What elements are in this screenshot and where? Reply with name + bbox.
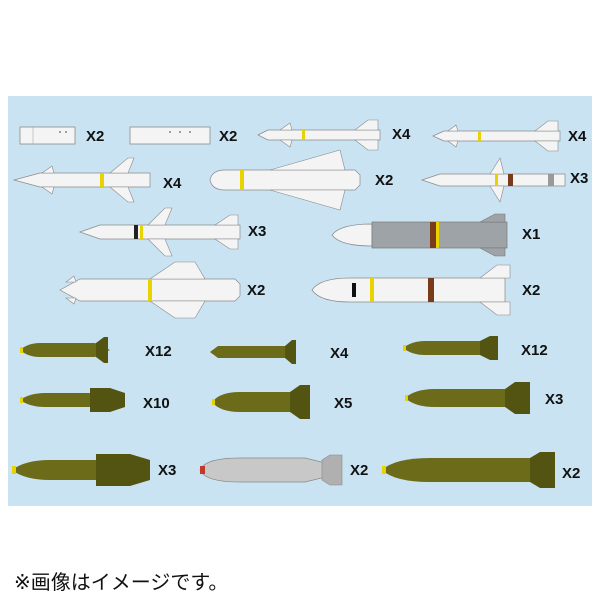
qty-pod-a: X2 xyxy=(86,128,105,145)
qty-missile-small: X3 xyxy=(570,170,589,187)
qty-missile-large: X2 xyxy=(522,282,541,299)
missile-small-shape xyxy=(420,157,566,203)
missile-grey-shape xyxy=(331,213,508,257)
qty-bomb-gbu: X10 xyxy=(143,395,170,412)
qty-missile-sidewinder-b: X4 xyxy=(568,128,587,145)
bomb-gbu-large-shape xyxy=(12,454,150,486)
missile-harpoon-shape xyxy=(59,261,241,319)
bomb-gbu-shape xyxy=(20,388,125,412)
qty-bomb-mk82-b: X12 xyxy=(521,342,548,359)
missile-sidewinder-a-shape xyxy=(257,119,381,151)
pod-a-shape xyxy=(19,126,76,145)
bomb-mk83-shape xyxy=(212,385,310,419)
missile-sparrow-shape xyxy=(12,157,151,203)
bomb-mk84-shape xyxy=(405,382,530,414)
missile-phoenix-shape xyxy=(209,149,361,211)
qty-bomb-snake: X4 xyxy=(330,345,349,362)
bomb-snake-shape xyxy=(210,340,296,364)
bomb-large-shape xyxy=(382,452,555,488)
qty-bomb-mk83: X5 xyxy=(334,395,353,412)
qty-missile-harpoon: X2 xyxy=(247,282,266,299)
qty-bomb-gbu-large: X3 xyxy=(158,462,177,479)
fuel-tank-shape xyxy=(199,454,343,486)
qty-bomb-mk82: X12 xyxy=(145,343,172,360)
qty-bomb-large: X2 xyxy=(562,465,581,482)
missile-standard-shape xyxy=(78,207,241,257)
qty-pod-b: X2 xyxy=(219,128,238,145)
qty-missile-grey: X1 xyxy=(522,226,541,243)
bomb-mk82-b-shape xyxy=(403,336,498,360)
qty-missile-phoenix: X2 xyxy=(375,172,394,189)
qty-missile-sidewinder-a: X4 xyxy=(392,126,411,143)
qty-bomb-mk84: X3 xyxy=(545,391,564,408)
bomb-mk82-shape xyxy=(20,337,110,363)
qty-missile-standard: X3 xyxy=(248,223,267,240)
missile-large-shape xyxy=(311,264,511,316)
qty-fuel-tank: X2 xyxy=(350,462,369,479)
qty-missile-sparrow: X4 xyxy=(163,175,182,192)
missile-sidewinder-b-shape xyxy=(432,120,561,152)
image-disclaimer-caption: ※画像はイメージです。 xyxy=(14,570,229,594)
pod-b-shape xyxy=(129,126,211,145)
